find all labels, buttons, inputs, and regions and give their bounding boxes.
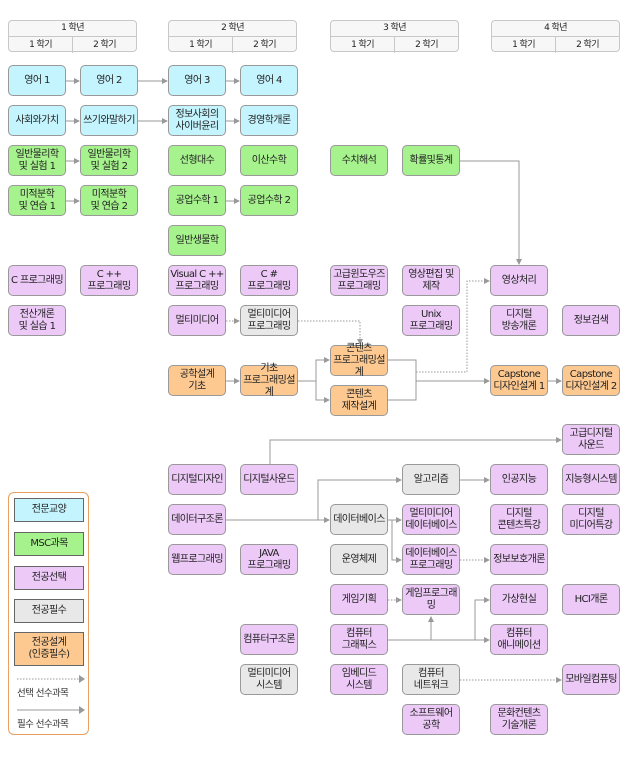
course-eng1[interactable]: 영어 1 [8,65,66,96]
course-dbprog[interactable]: 데이터베이스 프로그래밍 [402,544,460,575]
course-linalg[interactable]: 선형대수 [168,145,226,176]
course-cap1[interactable]: Capstone 디자인설계 1 [490,365,548,396]
course-unix[interactable]: Unix 프로그래밍 [402,305,460,336]
semester-label: 2 학기 [93,40,116,50]
year-label: 1 학년 [9,21,136,37]
year-2-header: 2 학년 1 학기 2 학기 [168,20,297,53]
course-broadcast[interactable]: 디지털 방송개론 [490,305,548,336]
semester-label: 1 학기 [9,37,73,53]
legend-major-design: 전공설계 (인증필수) [14,632,84,666]
course-mobile[interactable]: 모바일컴퓨팅 [562,664,620,695]
course-vr[interactable]: 가상현실 [490,584,548,615]
course-dsound[interactable]: 디지털사운드 [240,464,298,495]
course-write[interactable]: 쓰기와말하기 [80,105,138,136]
course-eng2[interactable]: 영어 2 [80,65,138,96]
legend: 전문교양 MSC과목 전공선택 전공필수 전공설계 (인증필수) 선택 선수과목… [8,492,89,735]
year-label: 3 학년 [331,21,458,37]
course-prob[interactable]: 확률및통계 [402,145,460,176]
legend-general-education: 전문교양 [14,498,84,522]
course-imgproc[interactable]: 영상처리 [490,265,548,296]
legend-msc: MSC과목 [14,532,84,556]
course-csharp[interactable]: C # 프로그래밍 [240,265,298,296]
course-engmath1[interactable]: 공업수학 1 [168,185,226,216]
course-intsys[interactable]: 지능형시스템 [562,464,620,495]
course-arch[interactable]: 컴퓨터구조론 [240,624,298,655]
course-engmath2[interactable]: 공업수학 2 [240,185,298,216]
course-cap2[interactable]: Capstone 디자인설계 2 [562,365,620,396]
semester-label: 2 학기 [576,40,599,50]
course-phy1[interactable]: 일반물리학 및 실험 1 [8,145,66,176]
course-basicdesign[interactable]: 기초 프로그래밍설계 [240,363,298,398]
year-3-header: 3 학년 1 학기 2 학기 [330,20,459,53]
solid-arrow-icon [17,706,85,714]
course-gameplan[interactable]: 게임기획 [330,584,388,615]
course-biz[interactable]: 경영학개론 [240,105,298,136]
course-bio[interactable]: 일반생물학 [168,225,226,256]
course-calc1[interactable]: 미적분학 및 연습 1 [8,185,66,216]
course-graphics[interactable]: 컴퓨터 그래픽스 [330,624,388,655]
course-ir[interactable]: 정보검색 [562,305,620,336]
course-discrete[interactable]: 이산수학 [240,145,298,176]
course-ai[interactable]: 인공지능 [490,464,548,495]
course-engdesign[interactable]: 공학설계 기초 [168,365,226,396]
course-web[interactable]: 웹프로그래밍 [168,544,226,575]
course-gameprog[interactable]: 게임프로그래밍 [402,584,460,615]
semester-label: 1 학기 [169,37,233,53]
legend-major-elective: 전공선택 [14,566,84,590]
course-dmedia[interactable]: 디지털 미디어특강 [562,504,620,535]
semester-label: 1 학기 [331,37,395,53]
course-ethic[interactable]: 정보사회의 사이버윤리 [168,105,226,136]
year-label: 4 학년 [492,21,619,37]
course-algo[interactable]: 알고리즘 [402,464,460,495]
course-ds[interactable]: 데이터구조론 [168,504,226,535]
course-numer[interactable]: 수치해석 [330,145,388,176]
course-video[interactable]: 영상편집 및 제작 [402,265,460,296]
course-cpp[interactable]: C ++ 프로그래밍 [80,265,138,296]
course-embedded[interactable]: 임베디드 시스템 [330,664,388,695]
course-ddesign[interactable]: 디지털디자인 [168,464,226,495]
course-vcpp[interactable]: Visual C ++ 프로그래밍 [168,265,226,296]
course-anim[interactable]: 컴퓨터 애니메이션 [490,624,548,655]
course-culture[interactable]: 문화컨텐츠 기술개론 [490,704,548,735]
semester-label: 2 학기 [415,40,438,50]
dotted-arrow-icon [17,675,85,683]
course-phy2[interactable]: 일반물리학 및 실험 2 [80,145,138,176]
year-1-header: 1 학년 1 학기 2 학기 [8,20,137,53]
course-contmake[interactable]: 콘텐츠 제작설계 [330,385,388,416]
course-mm[interactable]: 멀티미디어 [168,305,226,336]
course-win[interactable]: 고급윈도우즈 프로그래밍 [330,265,388,296]
course-se[interactable]: 소프트웨어 공학 [402,704,460,735]
course-calc2[interactable]: 미적분학 및 연습 2 [80,185,138,216]
course-security[interactable]: 정보보호개론 [490,544,548,575]
course-hci[interactable]: HCI개론 [562,584,620,615]
year-4-header: 4 학년 1 학기 2 학기 [491,20,620,53]
course-soc[interactable]: 사회와가치 [8,105,66,136]
course-eng4[interactable]: 영어 4 [240,65,298,96]
semester-label: 1 학기 [492,37,556,53]
legend-optional-prereq: 선택 선수과목 [17,688,69,699]
course-mmprog[interactable]: 멀티미디어 프로그래밍 [240,305,298,336]
course-dcontent[interactable]: 디지털 콘텐츠특강 [490,504,548,535]
course-intro[interactable]: 전산개론 및 실습 1 [8,305,66,336]
course-advsound[interactable]: 고급디지털 사운드 [562,424,620,455]
course-contprog[interactable]: 콘텐츠 프로그래밍설계 [330,343,388,378]
course-db[interactable]: 데이터베이스 [330,504,388,535]
course-os[interactable]: 운영체제 [330,544,388,575]
course-mmsys[interactable]: 멀티미디어 시스템 [240,664,298,695]
course-java[interactable]: JAVA 프로그래밍 [240,544,298,575]
legend-required-prereq: 필수 선수과목 [17,719,69,730]
legend-major-required: 전공필수 [14,599,84,623]
semester-label: 2 학기 [253,40,276,50]
year-label: 2 학년 [169,21,296,37]
course-network[interactable]: 컴퓨터 네트워크 [402,664,460,695]
course-cprog[interactable]: C 프로그래밍 [8,265,66,296]
course-eng3[interactable]: 영어 3 [168,65,226,96]
course-mmdb[interactable]: 멀티미디어 데이터베이스 [402,504,460,535]
